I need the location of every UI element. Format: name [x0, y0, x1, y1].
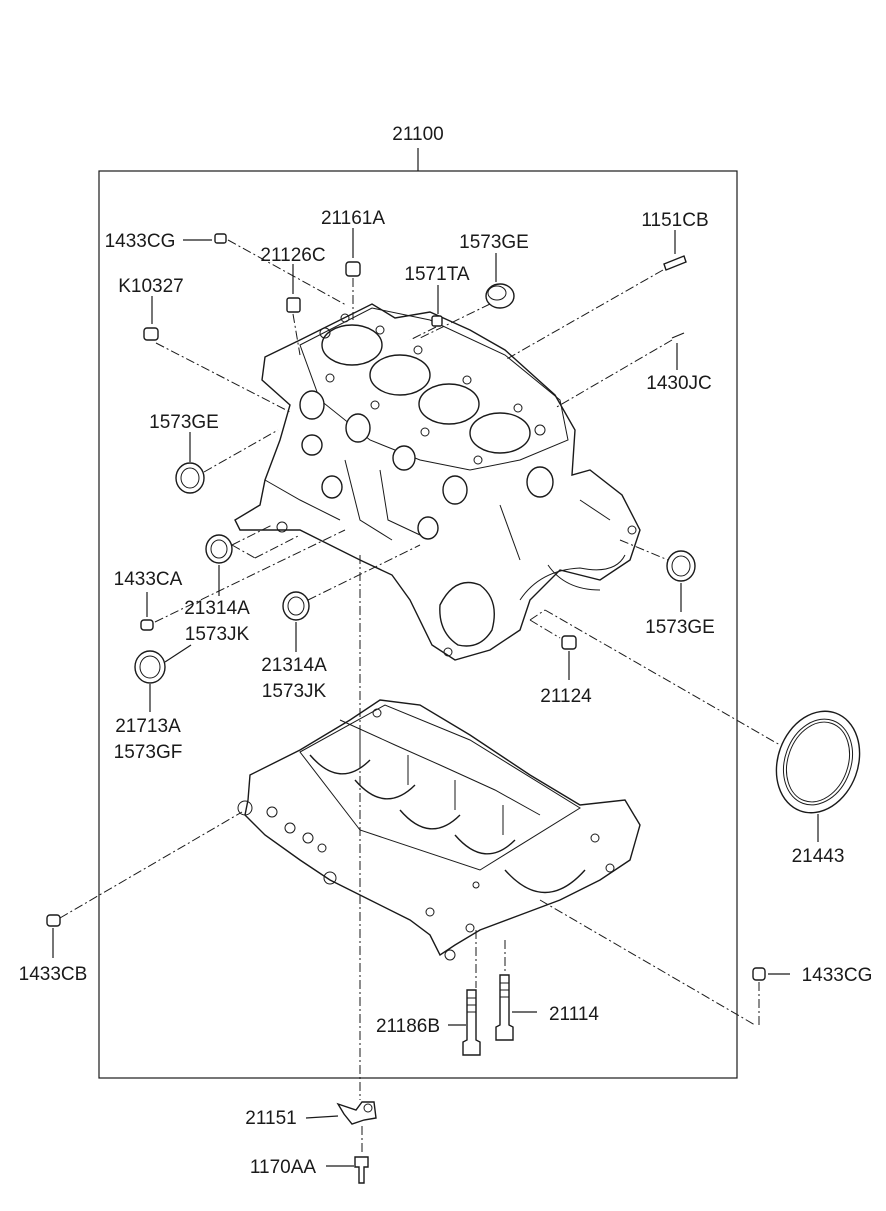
label-21443: 21443 — [792, 846, 845, 867]
part-K10327-dowel — [143, 327, 159, 341]
label-1573GE-left: 1573GE — [149, 412, 219, 433]
label-1433CB: 1433CB — [19, 964, 88, 985]
part-21161A-dowel — [345, 261, 361, 277]
part-21186B-bolt — [462, 989, 481, 1056]
label-21314A-2: 21314A — [261, 655, 327, 676]
label-1433CA: 1433CA — [114, 569, 183, 590]
cylinder-block-upper — [234, 303, 641, 661]
label-1170AA: 1170AA — [250, 1157, 317, 1178]
part-21314A-cap-1 — [205, 534, 233, 564]
center-lines — [59, 239, 781, 1155]
label-21126C: 21126C — [260, 245, 325, 266]
part-1433CA-plug — [140, 619, 154, 631]
part-21713A-cap — [134, 650, 166, 684]
part-21114-bolt — [495, 974, 514, 1041]
part-1170AA-bolt — [354, 1156, 369, 1184]
label-21114: 21114 — [549, 1004, 599, 1025]
part-1151CB-stud — [663, 255, 687, 271]
label-1571TA: 1571TA — [404, 264, 469, 285]
part-1433CB-plug — [46, 914, 61, 927]
part-1573GE-cap-left — [175, 462, 205, 494]
label-1573GE-top: 1573GE — [459, 232, 529, 253]
label-1573JK-2: 1573JK — [262, 681, 327, 702]
part-1571TA-plug — [431, 315, 443, 327]
label-21186B: 21186B — [376, 1016, 440, 1037]
part-21443-oil-seal — [775, 710, 861, 814]
part-1433CG-plug — [214, 233, 227, 244]
part-1573GE-cap-top — [485, 283, 515, 309]
label-K10327: K10327 — [118, 276, 184, 297]
label-21161A: 21161A — [321, 208, 385, 229]
part-21124-dowel — [561, 635, 577, 650]
part-21126C-dowel — [286, 297, 301, 313]
part-1573GE-cap-right — [666, 550, 696, 582]
label-21124: 21124 — [540, 686, 592, 707]
part-21151-oil-jet — [336, 1101, 377, 1125]
label-21100: 21100 — [392, 124, 443, 145]
label-1573JK-1: 1573JK — [185, 624, 250, 645]
part-labels: 21100 21161A 1433CG 21126C 1573GE 1571TA… — [19, 124, 873, 1178]
cylinder-block-lower — [237, 699, 641, 961]
label-21314A-1: 21314A — [184, 598, 250, 619]
label-1433CG-right: 1433CG — [802, 965, 873, 986]
label-1573GF: 1573GF — [114, 742, 183, 763]
part-1430JC-pin — [671, 332, 685, 339]
label-21151: 21151 — [245, 1108, 296, 1129]
label-1433CG-top: 1433CG — [105, 231, 176, 252]
label-1430JC: 1430JC — [646, 373, 712, 394]
leader-lines — [52, 228, 819, 1167]
part-21314A-cap-2 — [282, 591, 310, 621]
label-21713A: 21713A — [115, 716, 181, 737]
part-1433CG-plug-right — [752, 967, 766, 981]
label-1151CB: 1151CB — [641, 210, 708, 231]
label-1573GE-right: 1573GE — [645, 617, 715, 638]
